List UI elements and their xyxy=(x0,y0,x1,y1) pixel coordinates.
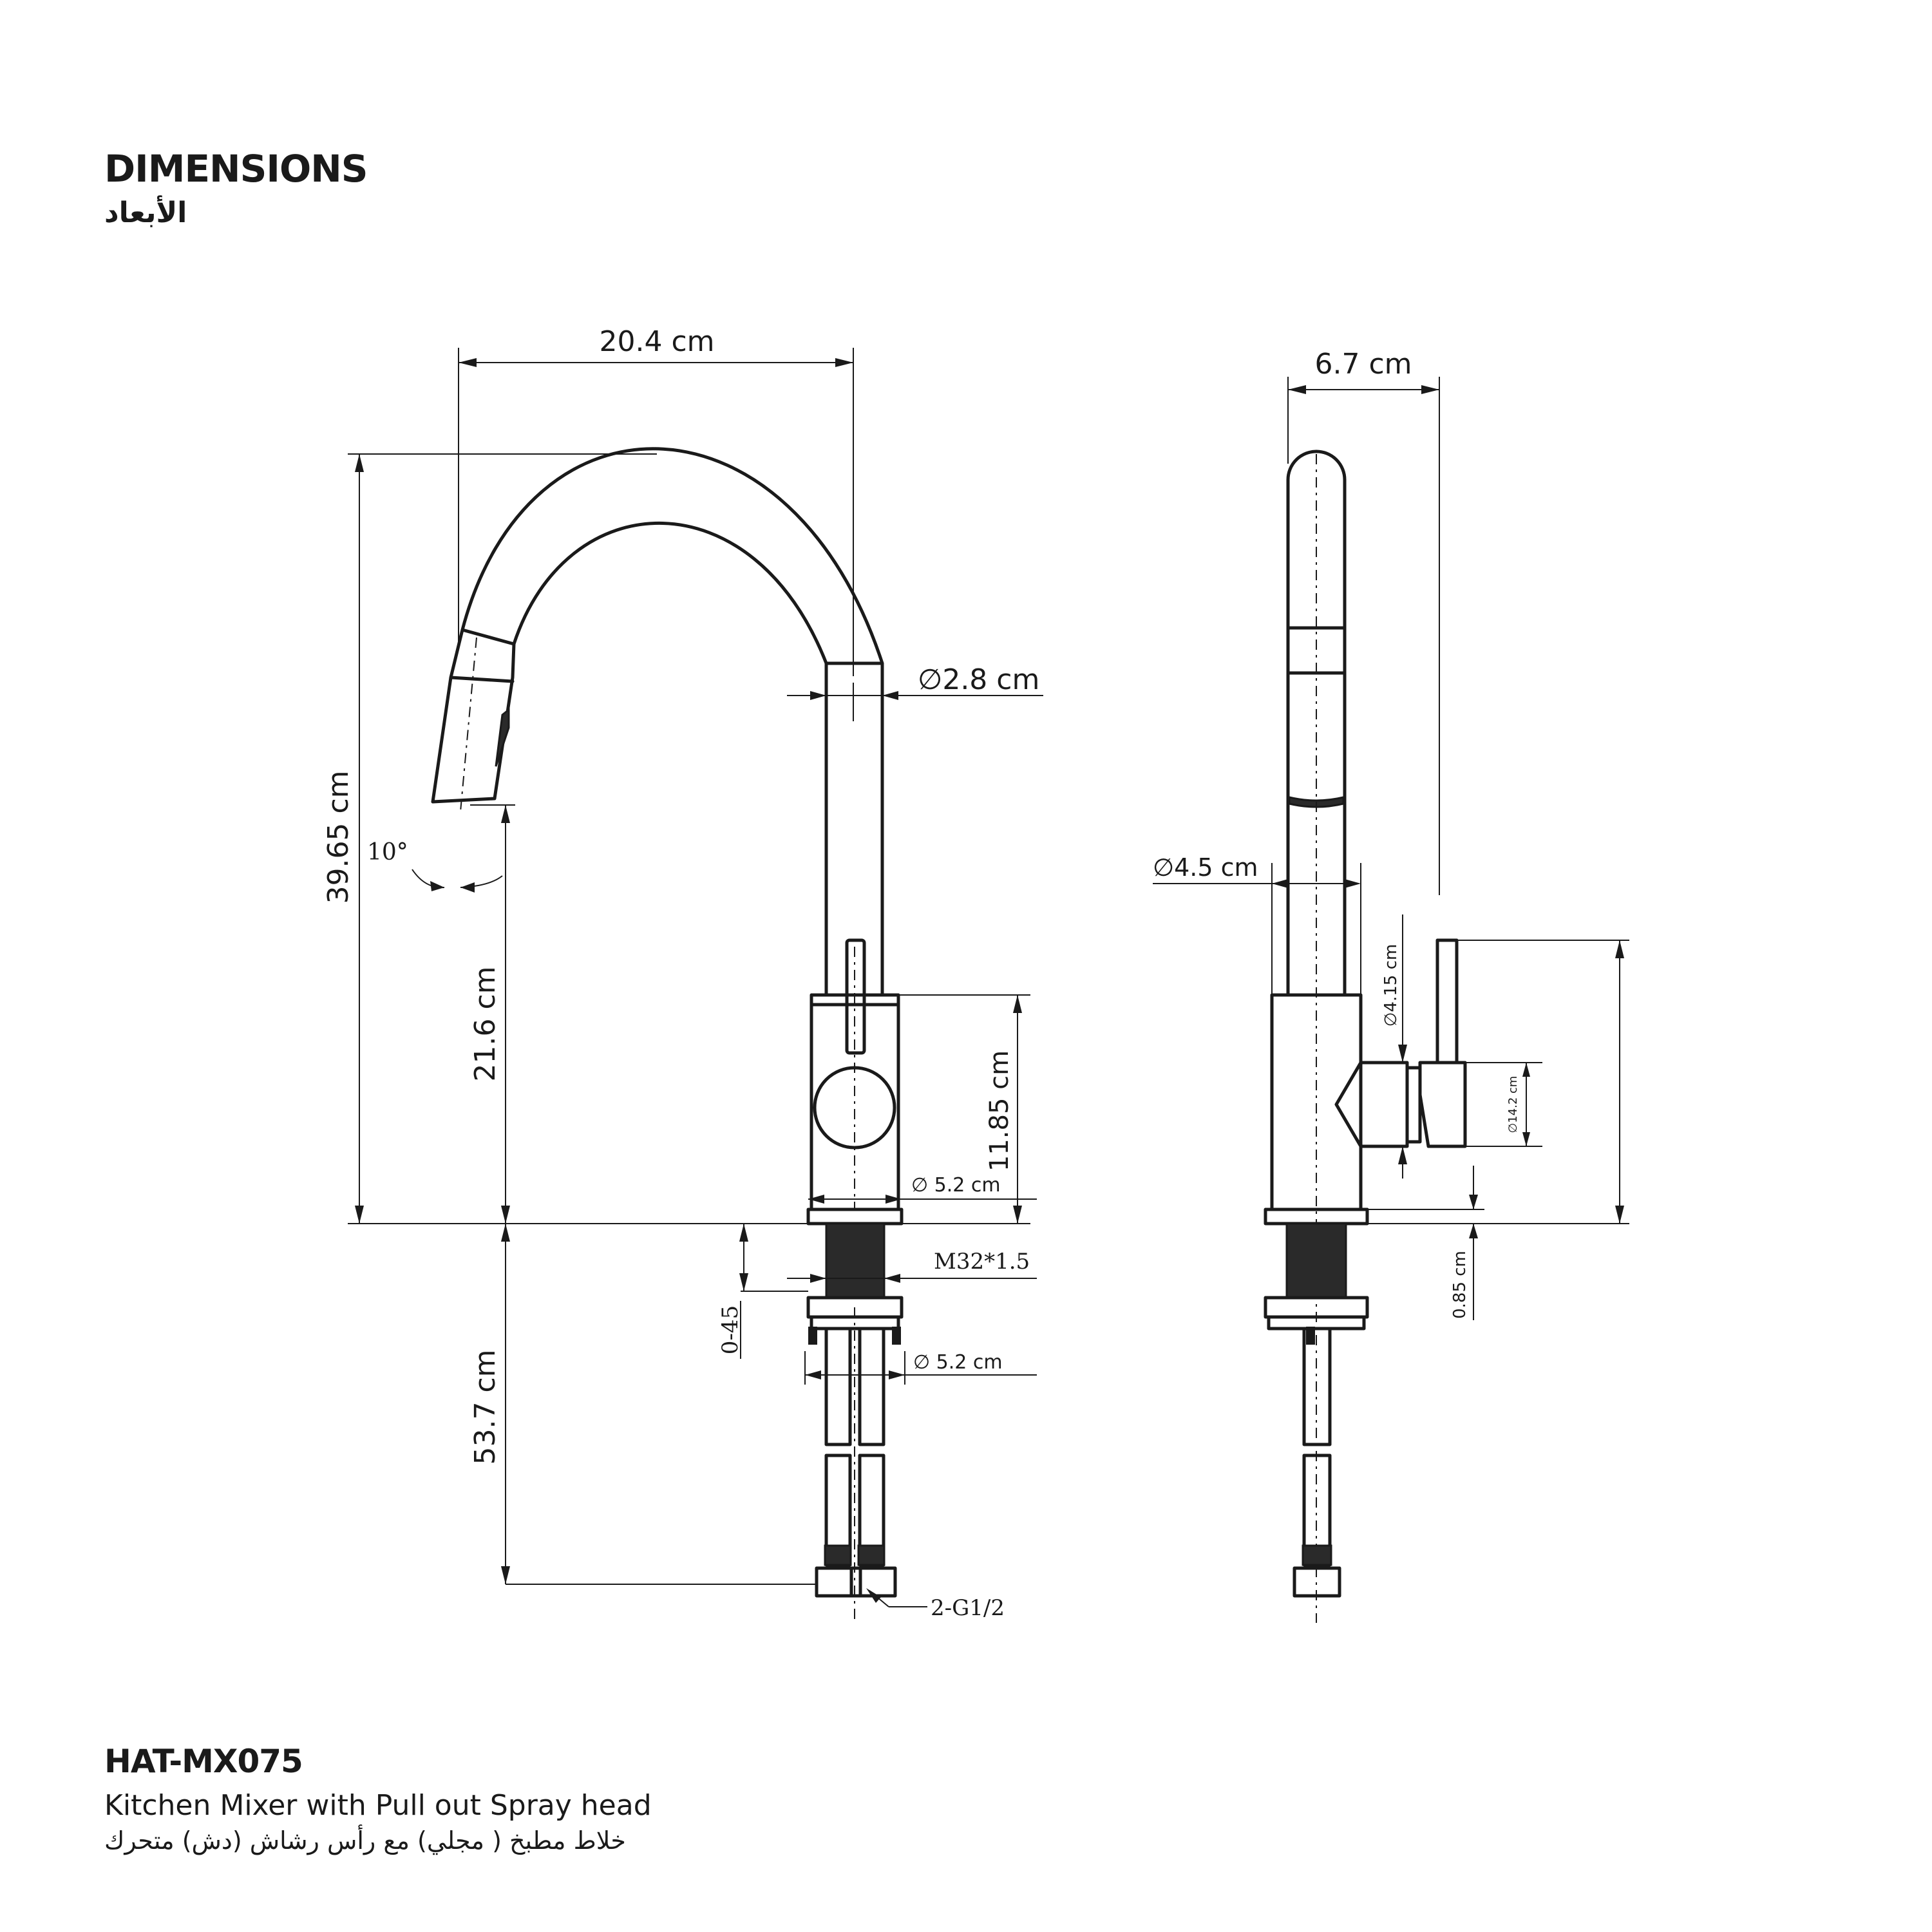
front-width-label: 20.4 cm xyxy=(599,325,714,358)
page-title-arabic: الأبعاد xyxy=(104,196,187,229)
side-view: 6.7 cm ∅4.5 cm ∅4.15 cm ∅14.2 cm 0 xyxy=(1153,348,1629,1623)
lever xyxy=(845,938,866,1055)
side-hose xyxy=(1302,1327,1332,1446)
spray-trigger xyxy=(495,707,510,767)
thread-label: M32*1.5 xyxy=(934,1249,1030,1274)
side-body-diameter-label: ∅4.5 cm xyxy=(1153,853,1258,882)
side-threaded-shank xyxy=(1285,1222,1347,1299)
hose-left xyxy=(824,1327,852,1446)
side-lever-block xyxy=(1334,1061,1409,1148)
connector-label: 2-G1/2 xyxy=(931,1595,1005,1621)
spout-outline xyxy=(460,447,884,997)
side-depth-label: 6.7 cm xyxy=(1314,348,1412,381)
spray-angle-label: 10° xyxy=(367,839,408,866)
hose-right xyxy=(858,1327,886,1446)
deck-range-label: 0-45 xyxy=(717,1305,743,1354)
product-code: HAT-MX075 xyxy=(104,1743,303,1780)
front-height-label: 39.65 cm xyxy=(322,770,355,904)
product-name: Kitchen Mixer with Pull out Spray head xyxy=(104,1789,652,1822)
product-name-arabic: خلاط مطبخ ( مجلي) مع رأس رشاش (دش) متحرك xyxy=(104,1826,626,1855)
spout-height-label: 21.6 cm xyxy=(469,966,502,1081)
side-base-ring-label: 0.85 cm xyxy=(1450,1251,1470,1319)
spout-diameter-label: ∅2.8 cm xyxy=(918,663,1039,696)
side-lever-hub-diameter-label: ∅14.2 cm xyxy=(1506,1076,1520,1133)
hose-length-label: 53.7 cm xyxy=(469,1349,502,1464)
side-spout xyxy=(1286,450,1347,997)
threaded-shank xyxy=(825,1222,886,1299)
side-lever-diameter-label: ∅4.15 cm xyxy=(1381,944,1401,1027)
front-view: 20.4 cm 39.65 cm 21.6 cm 10° ∅2.8 cm 11.… xyxy=(322,325,1043,1623)
body-height-label: 11.85 cm xyxy=(985,1050,1014,1171)
shank-diameter-label: ∅ 5.2 cm xyxy=(913,1351,1003,1374)
connector-nut xyxy=(815,1566,862,1598)
base-diameter-label: ∅ 5.2 cm xyxy=(911,1174,1001,1197)
side-lever-handle xyxy=(1435,938,1459,1065)
page-title: DIMENSIONS xyxy=(104,147,368,191)
